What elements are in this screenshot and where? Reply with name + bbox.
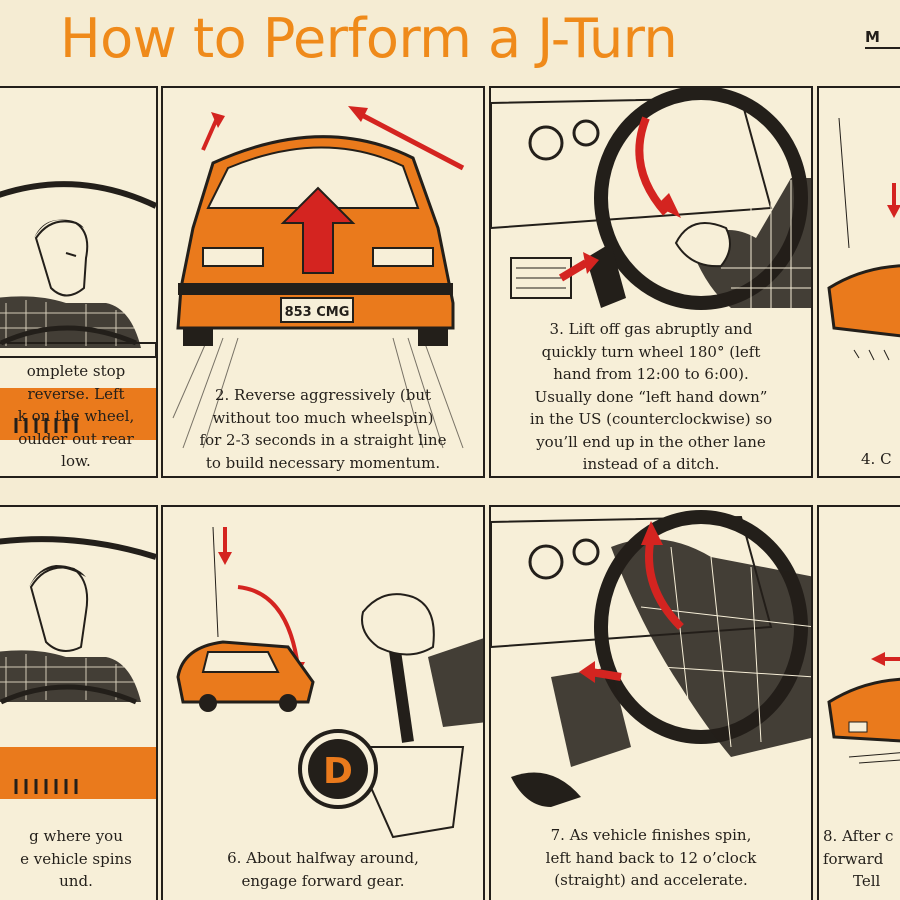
panel-step-6: D 6. About halfway around, engage forwar… [161,505,485,900]
caption-line: engage forward gear. [241,871,405,890]
caption-line: 4. C [861,450,892,468]
caption-step-3: 3. Lift off gas abruptly and quickly tur… [491,318,811,476]
car-front-illustration: 853 CMG [172,106,465,449]
caption-line: hand from 12:00 to 6:00). [553,365,749,383]
caption-line: Usually done “left hand down” [534,387,768,406]
panel-step-4: 4. C [817,86,900,478]
caption-line: Tell [853,872,881,890]
caption-line: instead of a ditch. [582,455,720,473]
caption-line: e vehicle spins [20,849,132,868]
caption-line: k on the wheel, [17,407,135,425]
caption-step-8: 8. After c forward Tell [819,825,900,893]
caption-line: g where you [29,827,123,845]
panel-step-2: 853 CMG 2. Reverse aggressively (but wit… [161,86,485,478]
driver-illustration [0,536,156,900]
panel-step-7: 7. As vehicle finishes spin, left hand b… [489,505,813,900]
panel-step-5: g where you e vehicle spins und. [0,505,158,900]
page-title: How to Perform a J-Turn [60,7,678,70]
caption-step-7: 7. As vehicle finishes spin, left hand b… [491,824,811,892]
curved-arrow-icon [579,521,684,683]
gear-shifter-illustration: D [298,593,483,839]
caption-step-6: 6. About halfway around, engage forward … [163,847,483,892]
caption-line: in the US (counterclockwise) so [529,410,773,428]
caption-line: for 2-3 seconds in a straight line [199,431,447,449]
caption-line: 7. As vehicle finishes spin, [550,826,752,844]
brand-logo: M [865,28,881,46]
caption-line: left hand back to 12 o’clock [545,848,757,867]
gear-d-label: D [323,751,353,792]
caption-line: oulder out rear [18,429,134,448]
caption-line: und. [59,872,93,890]
down-arrow-icon [887,183,900,218]
caption-step-4: 4. C [819,448,892,471]
car-side-illustration [827,117,900,361]
car-side-illustration [827,652,900,764]
steering-wheel-illustration [491,88,811,310]
caption-line: forward [823,849,884,868]
caption-line: to build necessary momentum. [205,453,441,472]
toy-car-illustration [176,640,315,712]
caption-line: (straight) and accelerate. [554,871,748,889]
engage-gear-illustration: D [176,526,483,839]
straight-arrow-icon [201,106,465,274]
logo-underline [865,47,900,49]
caption-line: omplete stop [26,362,126,380]
caption-line: without too much wheelspin) [212,408,434,427]
curved-arrow-icon [558,116,681,282]
caption-line: low. [61,452,91,470]
panel-step-8: 8. After c forward Tell [817,505,900,900]
caption-line: you’ll end up in the other lane [536,432,766,451]
caption-line: 3. Lift off gas abruptly and [549,320,753,338]
panel-step-3: 3. Lift off gas abruptly and quickly tur… [489,86,813,478]
caption-line: 8. After c [823,827,894,845]
caption-step-2: 2. Reverse aggressively (but without too… [163,384,483,474]
license-plate: 853 CMG [285,305,350,320]
driver-illustration [0,181,156,476]
caption-step-1: omplete stop reverse. Left k on the whee… [0,360,156,473]
panel-step-1: omplete stop reverse. Left k on the whee… [0,86,158,478]
steering-wheel-illustration [491,510,811,807]
caption-line: 6. About halfway around, [227,849,419,867]
caption-line: quickly turn wheel 180° (left [541,342,761,361]
caption-line: reverse. Left [27,384,125,403]
left-arrow-icon [871,652,900,666]
caption-step-5: g where you e vehicle spins und. [0,825,156,893]
caption-line: 2. Reverse aggressively (but [214,386,432,404]
